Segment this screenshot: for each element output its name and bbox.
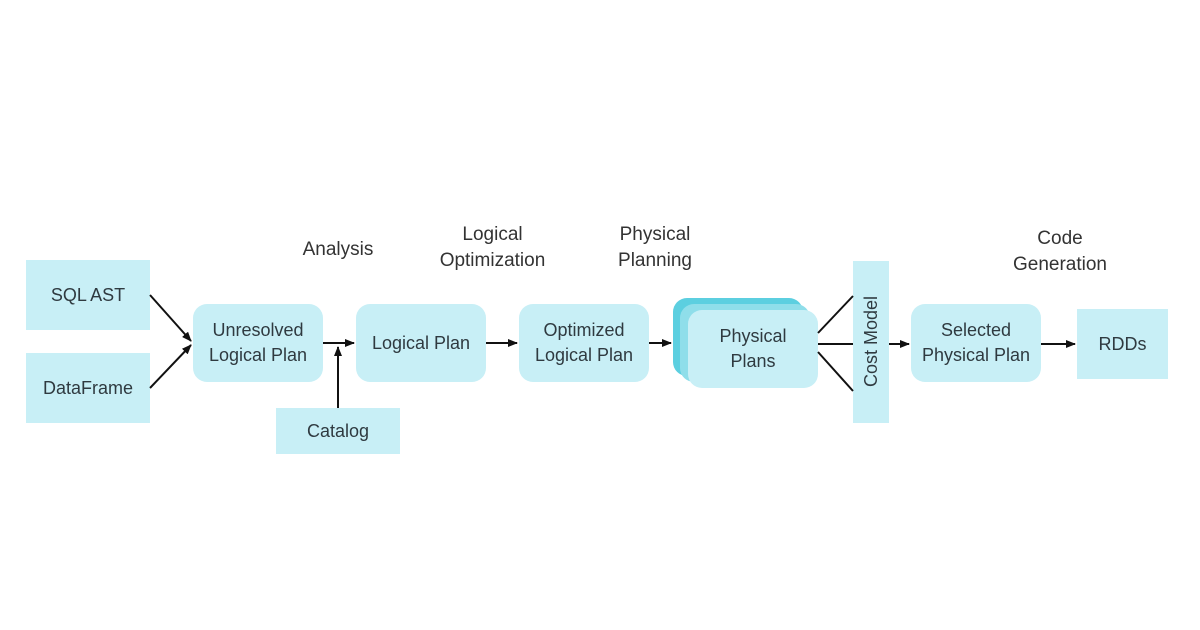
node-label-line1: Optimized bbox=[543, 320, 625, 340]
node-selected-physical-plan: Selected Physical Plan bbox=[911, 304, 1041, 382]
node-sql-ast: SQL AST bbox=[26, 260, 150, 330]
stage-text-line1: Logical bbox=[462, 224, 523, 245]
node-label-line1: Selected bbox=[940, 320, 1012, 340]
node-label: DataFrame bbox=[42, 377, 134, 398]
node-label-line1: Unresolved bbox=[212, 320, 304, 340]
stage-label-code-generation: Code Generation bbox=[995, 226, 1125, 278]
node-unresolved-logical-plan: Unresolved Logical Plan bbox=[193, 304, 323, 382]
node-label: RDDs bbox=[1098, 333, 1147, 354]
node-label-line2: Logical Plan bbox=[534, 345, 634, 365]
stage-text-line1: Code bbox=[1037, 228, 1083, 249]
stage-label-logical-optimization: Logical Optimization bbox=[420, 222, 565, 274]
node-label: Logical Plan bbox=[371, 332, 471, 353]
line-physical-to-cost-top bbox=[817, 295, 854, 334]
stage-text: Analysis bbox=[302, 239, 374, 260]
line-physical-to-cost-bottom bbox=[817, 351, 854, 392]
stage-label-physical-planning: Physical Planning bbox=[595, 222, 715, 274]
stage-text-line1: Physical bbox=[619, 224, 691, 245]
node-label: SQL AST bbox=[50, 284, 126, 305]
node-label-line2: Plans bbox=[730, 351, 776, 371]
node-label-line1: Physical bbox=[719, 326, 787, 346]
node-label-line2: Logical Plan bbox=[208, 345, 308, 365]
node-label: Catalog bbox=[306, 420, 370, 441]
stage-text-line2: Optimization bbox=[439, 250, 546, 271]
stage-text-line2: Planning bbox=[618, 250, 692, 271]
node-physical-plans: Physical Plans bbox=[688, 310, 818, 388]
node-logical-plan: Logical Plan bbox=[356, 304, 486, 382]
node-catalog: Catalog bbox=[276, 408, 400, 454]
arrow-sqlast-to-unresolved bbox=[149, 294, 192, 342]
node-dataframe: DataFrame bbox=[26, 353, 150, 423]
node-label-line2: Physical Plan bbox=[921, 345, 1031, 365]
node-cost-model: Cost Model bbox=[853, 261, 889, 423]
stage-text-line2: Generation bbox=[1012, 254, 1107, 275]
arrow-dataframe-to-unresolved bbox=[149, 344, 192, 389]
node-optimized-logical-plan: Optimized Logical Plan bbox=[519, 304, 649, 382]
node-rdds: RDDs bbox=[1077, 309, 1168, 379]
stage-label-analysis: Analysis bbox=[288, 237, 388, 263]
